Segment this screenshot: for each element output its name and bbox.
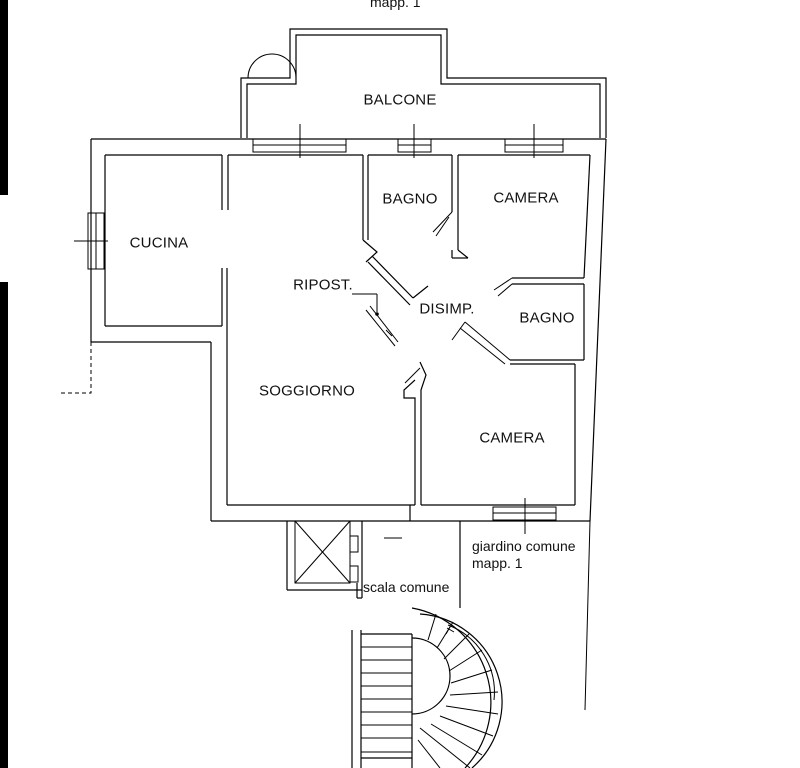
room-label-camera-1: CAMERA: [493, 189, 559, 207]
spiral-stair: [351, 607, 503, 768]
balcony-outline: [240, 28, 607, 138]
note-giardino-comune: giardino comune: [472, 538, 576, 554]
room-label-bagno-2: BAGNO: [519, 309, 575, 327]
room-label-disimp: DISIMP.: [419, 300, 475, 318]
balcony-door-arc: [247, 53, 297, 79]
interior-walls: [352, 155, 584, 505]
windows: [74, 124, 564, 534]
room-label-soggiorno: SOGGIORNO: [259, 382, 355, 400]
note-top-mapp: mapp. 1: [370, 0, 421, 10]
outer-walls: [90, 138, 607, 522]
edge-bar-top: [0, 0, 8, 195]
room-label-balcone: BALCONE: [363, 91, 437, 109]
stair-landing: [286, 520, 461, 608]
room-label-cucina: CUCINA: [129, 234, 189, 252]
edge-bar-bottom: [0, 282, 8, 768]
room-label-camera-2: CAMERA: [479, 429, 545, 447]
site-lines: [58, 342, 591, 711]
note-giardino-mapp: mapp. 1: [472, 555, 523, 571]
room-label-bagno-1: BAGNO: [382, 190, 438, 208]
room-label-ripost: RIPOST.: [293, 276, 353, 294]
note-scala-comune: scala comune: [363, 579, 450, 595]
